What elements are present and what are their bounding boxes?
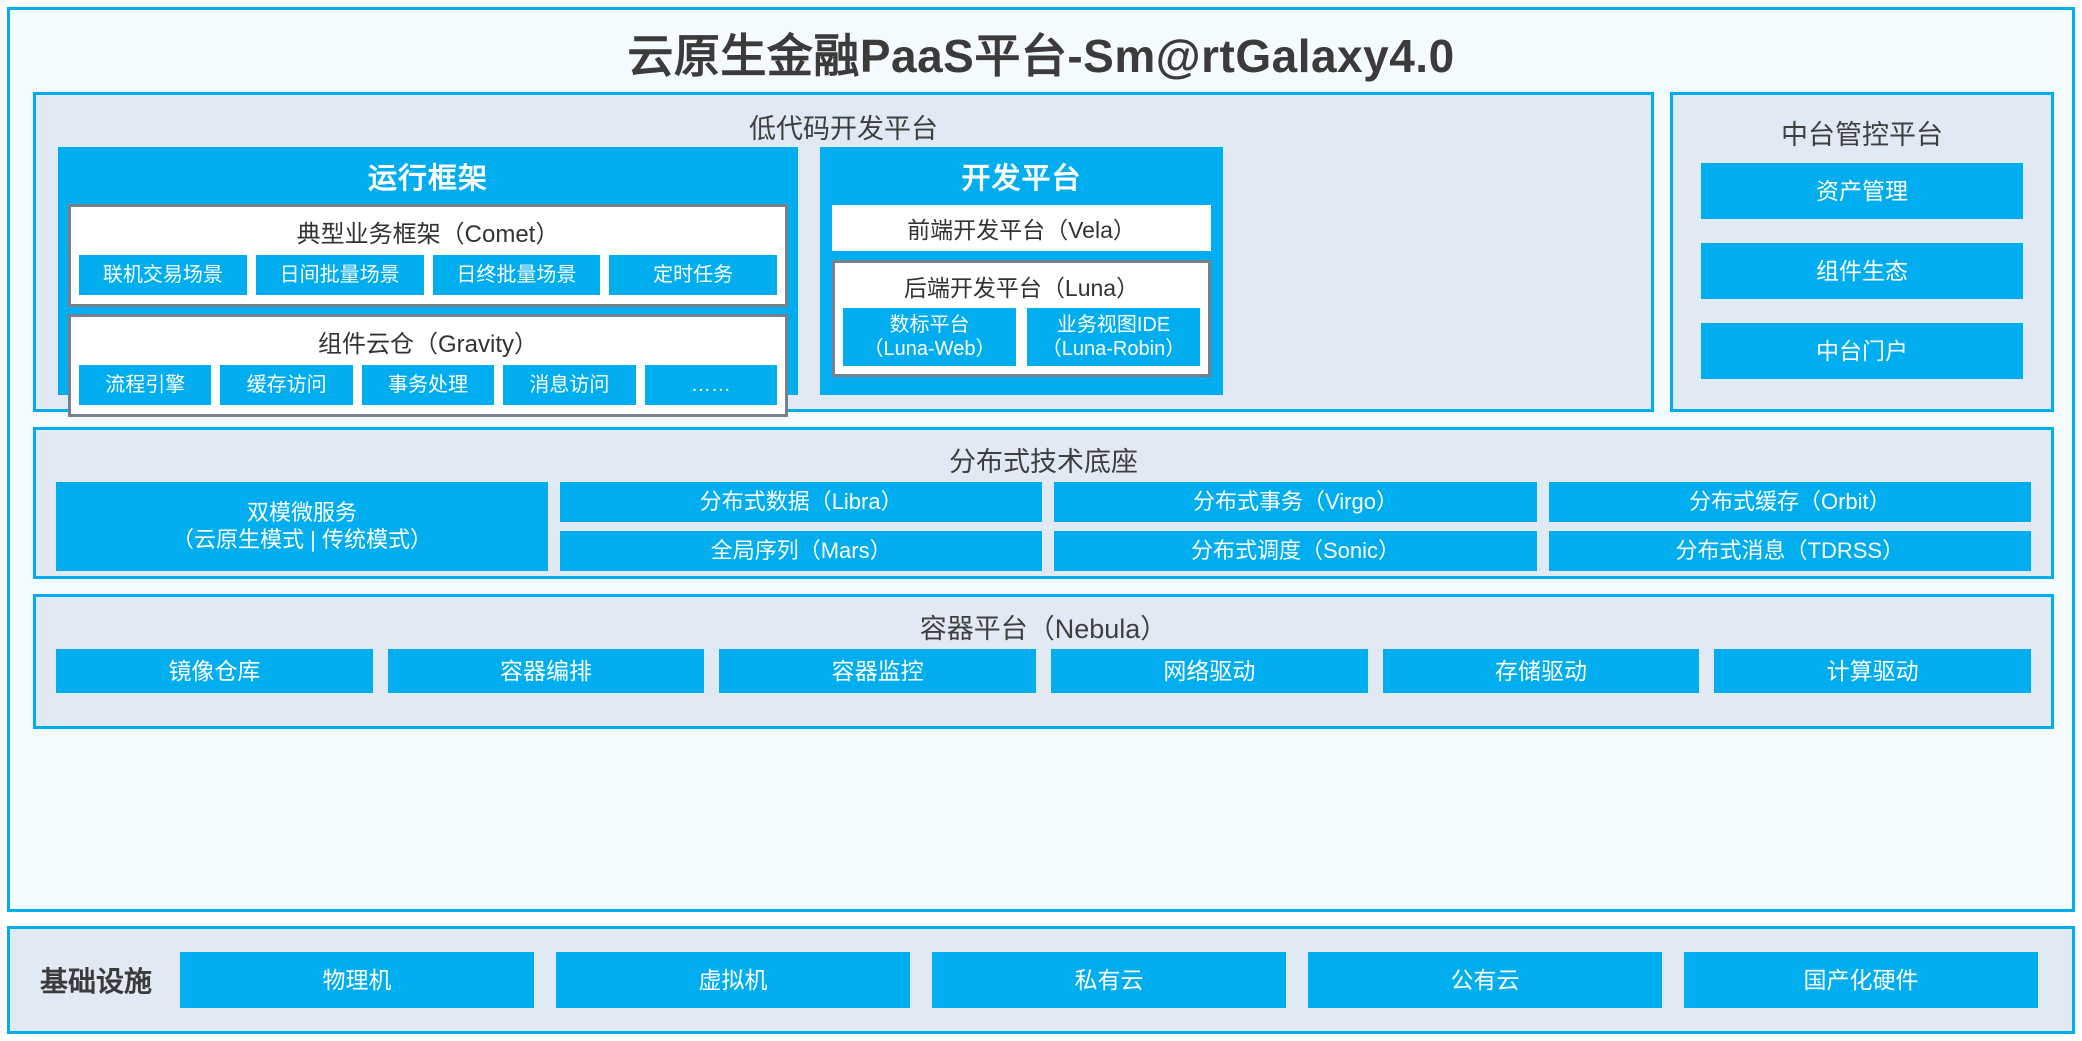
distributed-column-microservice: 双模微服务 （云原生模式 | 传统模式） [56, 482, 548, 571]
luna-item-name: 业务视图IDE [1056, 313, 1171, 336]
container-item[interactable]: 计算驱动 [1714, 649, 2031, 693]
distributed-item[interactable]: 分布式调度（Sonic） [1054, 531, 1537, 571]
vela-frontend-platform[interactable]: 前端开发平台（Vela） [832, 205, 1211, 251]
development-platform-title: 开发平台 [961, 163, 1082, 195]
container-platform-title: 容器平台（Nebula） [919, 614, 1168, 644]
infrastructure-item[interactable]: 私有云 [932, 952, 1286, 1008]
container-item[interactable]: 镜像仓库 [56, 649, 373, 693]
mgmt-item-portal[interactable]: 中台门户 [1701, 323, 2023, 379]
comet-item[interactable]: 定时任务 [609, 255, 777, 295]
luna-item[interactable]: 数标平台 （Luna-Web） [843, 308, 1016, 366]
container-item[interactable]: 存储驱动 [1382, 649, 1700, 693]
mgmt-item-asset[interactable]: 资产管理 [1701, 163, 2023, 219]
distributed-item[interactable]: 全局序列（Mars） [559, 531, 1043, 571]
comet-group: 典型业务框架（Comet） 联机交易场景 日间批量场景 日终批量场景 定时任务 [68, 204, 788, 307]
microservice-mode: （云原生模式 | 传统模式） [172, 526, 432, 552]
gravity-item-ellipsis[interactable]: …… [644, 365, 778, 405]
infrastructure-item-grid: 物理机 虚拟机 私有云 公有云 国产化硬件 [180, 952, 2038, 1008]
runtime-framework-title: 运行框架 [367, 163, 488, 195]
luna-item-code: （Luna-Robin） [1041, 338, 1186, 360]
gravity-item[interactable]: 流程引擎 [79, 365, 212, 405]
comet-item-row: 联机交易场景 日间批量场景 日终批量场景 定时任务 [79, 255, 777, 295]
distributed-column-3: 分布式缓存（Orbit） 分布式消息（TDRSS） [1548, 482, 2031, 571]
infrastructure-item[interactable]: 国产化硬件 [1684, 952, 2038, 1008]
comet-item[interactable]: 日间批量场景 [255, 255, 424, 295]
page-title: 云原生金融PaaS平台-Sm@rtGalaxy4.0 [627, 30, 1455, 82]
gravity-item-row: 流程引擎 缓存访问 事务处理 消息访问 …… [79, 365, 778, 405]
distributed-item[interactable]: 分布式事务（Virgo） [1054, 482, 1537, 522]
container-item[interactable]: 容器监控 [719, 649, 1036, 693]
infrastructure-item[interactable]: 虚拟机 [556, 952, 910, 1008]
container-item-grid: 镜像仓库 容器编排 容器监控 网络驱动 存储驱动 计算驱动 [56, 649, 2031, 693]
luna-item-code: （Luna-Web） [863, 338, 996, 360]
distributed-column-1: 分布式数据（Libra） 全局序列（Mars） [559, 482, 1043, 571]
mgmt-item-component[interactable]: 组件生态 [1701, 243, 2023, 299]
lowcode-platform-panel: 低代码开发平台 运行框架 典型业务框架（Comet） 联机交易场景 日间批量场景… [33, 92, 1654, 417]
infrastructure-label: 基础设施 [40, 966, 153, 997]
distributed-base-title: 分布式技术底座 [949, 447, 1138, 477]
gravity-group: 组件云仓（Gravity） 流程引擎 缓存访问 事务处理 消息访问 …… [68, 314, 788, 417]
distributed-item[interactable]: 分布式消息（TDRSS） [1548, 531, 2031, 571]
comet-title: 典型业务框架（Comet） [296, 221, 560, 248]
container-item[interactable]: 网络驱动 [1050, 649, 1368, 693]
mgmt-platform-title: 中台管控平台 [1781, 120, 1943, 150]
gravity-item[interactable]: 缓存访问 [220, 365, 353, 405]
dual-mode-microservice[interactable]: 双模微服务 （云原生模式 | 传统模式） [56, 482, 548, 571]
distributed-column-2: 分布式事务（Virgo） 分布式调度（Sonic） [1054, 482, 1537, 571]
microservice-name: 双模微服务 [246, 499, 357, 525]
platform-architecture-frame: 云原生金融PaaS平台-Sm@rtGalaxy4.0 低代码开发平台 运行框架 … [7, 7, 2075, 912]
infrastructure-item[interactable]: 物理机 [180, 952, 534, 1008]
luna-item-row: 数标平台 （Luna-Web） 业务视图IDE （Luna-Robin） [843, 308, 1200, 366]
gravity-title: 组件云仓（Gravity） [317, 331, 538, 358]
comet-item[interactable]: 联机交易场景 [79, 255, 247, 295]
development-platform-box: 开发平台 前端开发平台（Vela） 后端开发平台（Luna） 数标平台 （Lun… [820, 147, 1223, 395]
luna-title: 后端开发平台（Luna） [903, 275, 1140, 301]
lowcode-platform-title: 低代码开发平台 [749, 114, 938, 144]
luna-backend-group: 后端开发平台（Luna） 数标平台 （Luna-Web） 业务视图IDE （Lu… [832, 260, 1211, 377]
container-platform-panel: 容器平台（Nebula） 镜像仓库 容器编排 容器监控 网络驱动 存储驱动 计算… [33, 594, 2054, 729]
infrastructure-panel: 基础设施 物理机 虚拟机 私有云 公有云 国产化硬件 [7, 926, 2075, 1034]
container-item[interactable]: 容器编排 [387, 649, 705, 693]
distributed-item-grid: 双模微服务 （云原生模式 | 传统模式） 分布式数据（Libra） 全局序列（M… [56, 482, 2031, 571]
distributed-item[interactable]: 分布式数据（Libra） [559, 482, 1043, 522]
mgmt-item-list: 资产管理 组件生态 中台门户 [1701, 163, 2023, 379]
runtime-framework-box: 运行框架 典型业务框架（Comet） 联机交易场景 日间批量场景 日终批量场景 … [58, 147, 798, 417]
luna-item[interactable]: 业务视图IDE （Luna-Robin） [1027, 308, 1200, 366]
gravity-item[interactable]: 消息访问 [503, 365, 636, 405]
luna-item-name: 数标平台 [889, 313, 970, 336]
gravity-item[interactable]: 事务处理 [361, 365, 495, 405]
distributed-item[interactable]: 分布式缓存（Orbit） [1548, 482, 2031, 522]
mgmt-platform-panel: 中台管控平台 资产管理 组件生态 中台门户 [1670, 92, 2054, 412]
infrastructure-item[interactable]: 公有云 [1308, 952, 1662, 1008]
distributed-base-panel: 分布式技术底座 双模微服务 （云原生模式 | 传统模式） 分布式数据（Libra… [33, 427, 2054, 579]
comet-item[interactable]: 日终批量场景 [432, 255, 601, 295]
